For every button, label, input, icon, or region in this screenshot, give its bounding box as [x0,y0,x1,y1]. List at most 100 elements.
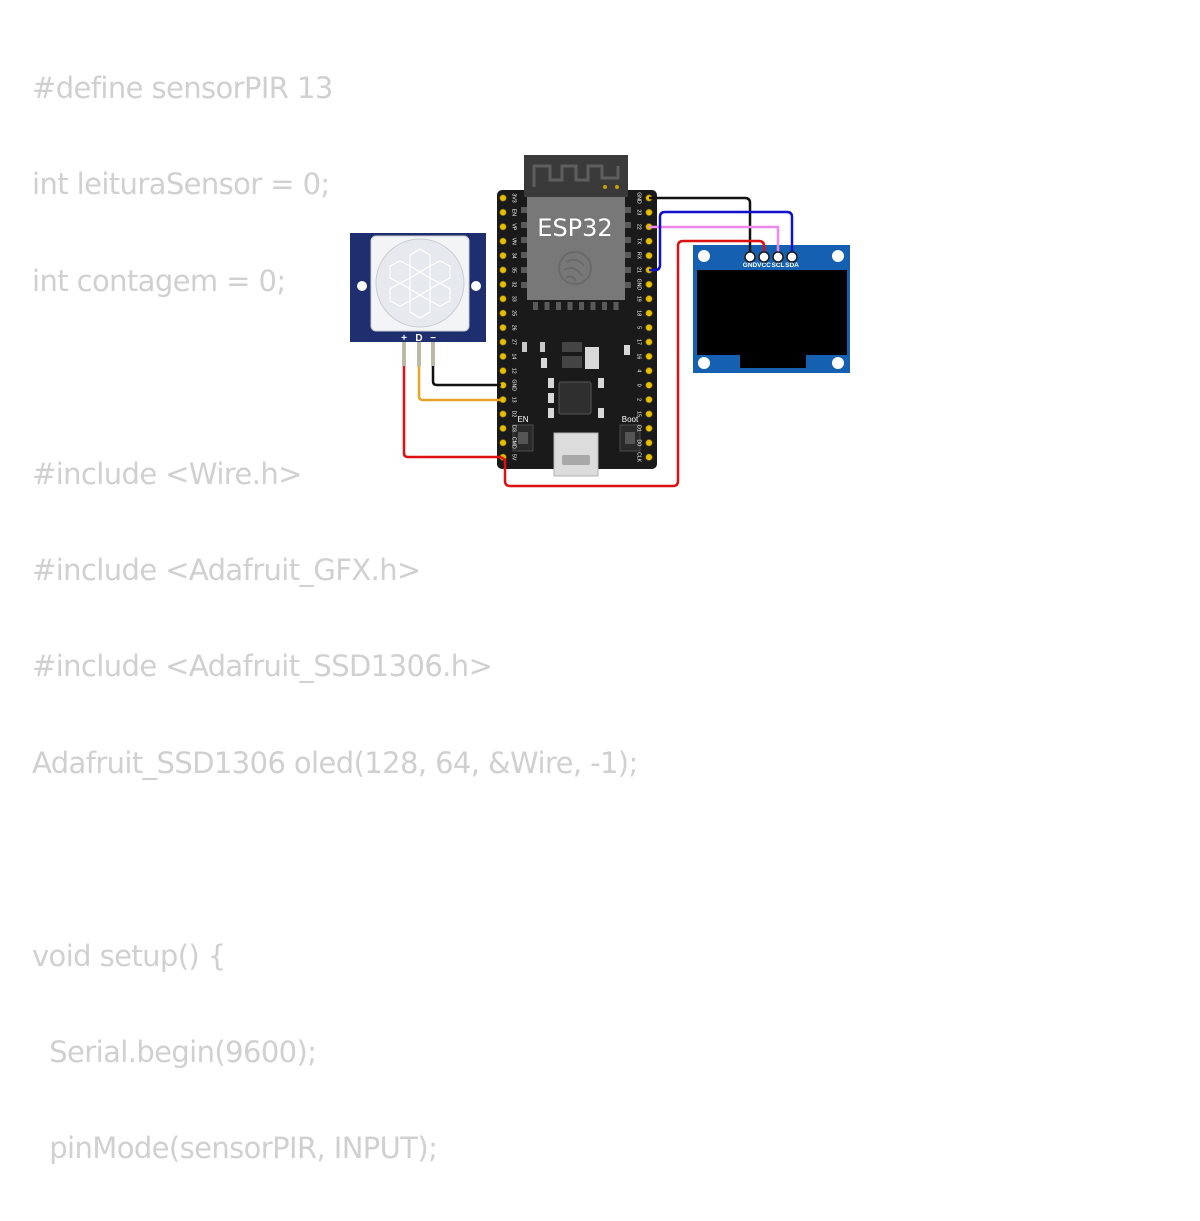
pir-pin-vcc-label: + [401,333,407,344]
esp32-pin-label: 18 [636,310,642,316]
smd-component [548,408,554,418]
esp32-pin-label: 35 [511,267,517,273]
oled-pin-gnd[interactable] [744,251,756,263]
castellation-pad [613,302,619,310]
oled-pin-scl[interactable] [772,251,784,263]
wires [402,196,794,488]
micro-usb-port[interactable] [553,432,599,477]
esp32-pin-label: CLK [636,452,642,463]
oled-display[interactable]: GND VCC SCL SDA [693,245,850,373]
pir-mount-hole [357,281,367,291]
pir-pin-data-label: D [415,333,422,344]
esp32-pin-label: D0 [636,439,642,446]
wire-pir-data[interactable] [417,366,501,402]
esp32-left-pin[interactable] [499,410,507,418]
code-line: #include <Adafruit_SSD1306.h> [32,649,493,684]
esp32-left-pin[interactable] [499,252,507,260]
esp32-pin-label: D2 [511,411,517,418]
esp32-right-pin[interactable] [645,295,653,303]
code-line: #define sensorPIR 13 [32,71,333,105]
esp32-right-pin[interactable] [645,439,653,447]
esp32-right-pin[interactable] [645,410,653,418]
esp32-left-pin[interactable] [499,309,507,317]
oled-screen[interactable] [697,270,847,355]
esp32-pin-label: CMD [511,437,517,449]
esp32-right-pin[interactable] [645,352,653,360]
esp32-pin-label: 12 [511,368,517,374]
esp32-pin-label: 34 [511,253,517,259]
esp32-board[interactable]: ESP32 EN Boot 3V3ENVPVN34353233252627141… [497,155,657,477]
oled-pin-vcc-label: VCC [757,262,771,269]
esp32-right-pin[interactable] [645,309,653,317]
esp32-pin-label: 19 [636,296,642,302]
oled-mount-hole [698,357,710,369]
circuit-diagram: + D − ESP32 EN [350,155,850,488]
antenna-trace [532,164,620,187]
esp32-chip-label: ESP32 [537,214,612,242]
oled-pin-vcc[interactable] [758,251,770,263]
code-line: pinMode(sensorPIR, INPUT); [32,1131,438,1166]
esp32-left-pin[interactable] [499,280,507,288]
pir-pin-gnd[interactable] [431,342,435,366]
esp32-right-pin[interactable] [645,453,653,461]
castellation-pad [544,302,550,310]
esp32-left-pin[interactable] [499,352,507,360]
oled-pin-gnd-label: GND [743,262,758,269]
esp32-left-pin[interactable] [499,338,507,346]
esp32-left-pin[interactable] [499,367,507,375]
smd-led [522,342,527,352]
esp32-pin-label: 13 [511,397,517,403]
wire-pir-vcc[interactable] [402,366,501,459]
pir-sensor[interactable]: + D − [350,233,486,366]
esp32-right-pin[interactable] [645,208,653,216]
esp32-right-pin[interactable] [645,381,653,389]
oled-mount-hole [832,357,844,369]
esp32-pin-label: 4 [636,369,642,372]
code-line: #include <Adafruit_GFX.h> [32,552,421,587]
esp32-right-pin[interactable] [645,280,653,288]
esp32-right-pin[interactable] [645,367,653,375]
smd-component [548,378,554,388]
oled-header-pins [744,251,798,263]
esp32-pin-label: RX [636,252,642,260]
pir-pin-vcc[interactable] [402,342,406,366]
castellation-pad [521,252,527,258]
esp32-left-pin[interactable] [499,266,507,274]
voltage-regulator [585,347,599,369]
usb-uart-chip [558,381,592,415]
esp32-left-pin[interactable] [499,439,507,447]
esp32-left-pin[interactable] [499,324,507,332]
wire-oled-gnd[interactable] [649,196,752,257]
smd-component [598,378,604,388]
castellation-pad [521,267,527,273]
pir-pin-data[interactable] [417,342,421,366]
esp32-right-pin[interactable] [645,396,653,404]
esp32-pin-label: 2 [636,398,642,401]
esp32-pin-label: 22 [636,224,642,230]
esp32-left-pin[interactable] [499,223,507,231]
smd-component [548,393,554,403]
esp32-pin-label: 15 [636,411,642,417]
oled-pin-sda[interactable] [786,251,798,263]
esp32-left-pin[interactable] [499,295,507,303]
esp32-left-pin[interactable] [499,237,507,245]
esp32-right-pin[interactable] [645,338,653,346]
castellation-pad [533,302,538,310]
wire-oled-vcc[interactable] [500,239,766,488]
castellation-pad [521,207,527,213]
esp32-left-pin[interactable] [499,424,507,432]
oled-ribbon [740,354,806,368]
wire-oled-sda[interactable] [649,210,794,272]
esp32-right-pin[interactable] [645,324,653,332]
oled-mount-hole [698,250,710,262]
esp32-left-pin[interactable] [499,208,507,216]
castellation-pad [521,237,527,243]
esp32-left-pin[interactable] [499,194,507,202]
esp32-right-pin[interactable] [645,252,653,260]
esp32-pin-label: 14 [511,354,517,360]
esp32-right-pin[interactable] [645,424,653,432]
wire-oled-scl[interactable] [649,225,780,257]
wire-pir-gnd[interactable] [431,366,501,387]
esp32-pin-headers: 3V3ENVPVN343532332526271412GND13D2D3CMD5… [499,192,653,463]
esp32-right-pin[interactable] [645,237,653,245]
